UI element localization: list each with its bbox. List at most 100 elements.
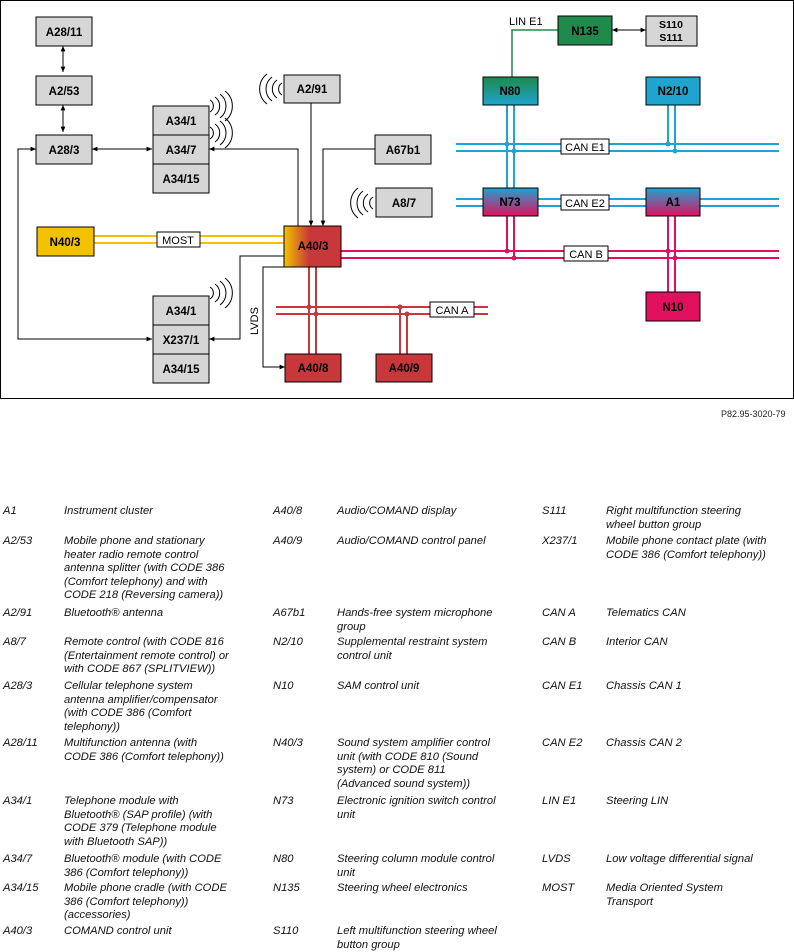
node-a2-53: A2/53 [35, 75, 93, 106]
legend-desc: Mobile phone cradle (with CODE 386 (Comf… [64, 882, 227, 921]
node-a67b1: A67b1 [374, 134, 432, 165]
legend-code: CAN E1 [542, 680, 583, 692]
legend-code: A34/1 [3, 795, 33, 807]
legend-desc: Low voltage differential signal [606, 853, 753, 865]
legend-code: A34/15 [3, 882, 39, 894]
svg-text:A2/91: A2/91 [297, 84, 328, 96]
svg-text:A34/15: A34/15 [162, 364, 200, 376]
legend-code: S111 [542, 505, 567, 517]
svg-text:A28/3: A28/3 [49, 145, 80, 157]
legend-desc: Instrument cluster [64, 505, 153, 517]
legend-code: LVDS [542, 853, 571, 865]
legend-code: A1 [3, 505, 17, 517]
node-s110-s111: S110 S111 [645, 15, 698, 47]
legend-code: CAN E2 [542, 737, 583, 749]
legend-code: N80 [273, 853, 294, 865]
node-a2-91: A2/91 [283, 74, 341, 104]
svg-text:A67b1: A67b1 [386, 145, 421, 157]
legend-code: N135 [273, 882, 300, 894]
node-n80: N80 [482, 76, 539, 106]
svg-text:N10: N10 [662, 302, 683, 314]
node-n10: N10 [645, 291, 701, 322]
legend-code: A8/7 [3, 636, 27, 648]
legend-desc: Chassis CAN 1 [606, 680, 682, 692]
legend-desc: Remote control (with CODE 816 (Entertain… [64, 636, 229, 675]
legend-code: A2/53 [3, 535, 33, 547]
svg-text:A40/3: A40/3 [298, 241, 329, 253]
legend-code: S110 [273, 925, 299, 937]
legend-desc: Hands-free system microphone group [337, 607, 493, 633]
can-e1-label: CAN E1 [565, 142, 605, 154]
svg-text:A40/8: A40/8 [298, 363, 329, 375]
can-e2-label: CAN E2 [565, 198, 605, 210]
svg-text:S111: S111 [659, 32, 683, 44]
svg-text:A34/7: A34/7 [166, 145, 197, 157]
node-n2-10: N2/10 [645, 76, 701, 106]
legend-desc: Media Oriented System Transport [606, 882, 723, 908]
node-a40-9: A40/9 [375, 353, 433, 383]
legend-desc: Chassis CAN 2 [606, 737, 682, 749]
node-a34-1-bot: A34/1 [152, 295, 210, 326]
svg-text:N2/10: N2/10 [658, 86, 689, 98]
legend-desc: Steering LIN [606, 795, 669, 807]
svg-text:N135: N135 [571, 26, 599, 38]
node-x237-1: X237/1 [152, 324, 210, 355]
svg-text:X237/1: X237/1 [163, 335, 200, 347]
svg-text:N40/3: N40/3 [50, 237, 81, 249]
most-label: MOST [162, 235, 194, 247]
legend-desc: Mobile phone contact plate (with CODE 38… [606, 535, 767, 561]
legend-desc: Mobile phone and stationary heater radio… [64, 535, 225, 601]
legend-code: N2/10 [273, 636, 303, 648]
legend-desc: Steering column module control unit [337, 853, 495, 879]
node-a40-3: A40/3 [283, 225, 342, 268]
legend-code: X237/1 [542, 535, 578, 547]
legend-code: CAN B [542, 636, 577, 648]
legend-code: MOST [542, 882, 575, 894]
node-n135: N135 [557, 15, 613, 46]
legend-code: A28/3 [3, 680, 33, 692]
svg-text:N73: N73 [499, 197, 520, 209]
legend-code: A40/8 [273, 505, 303, 517]
legend-desc: Telematics CAN [606, 607, 686, 619]
can-a-label: CAN A [435, 305, 469, 317]
legend-code: N73 [273, 795, 294, 807]
legend-code: CAN A [542, 607, 576, 619]
svg-text:A2/53: A2/53 [49, 86, 80, 98]
node-a34-15-top: A34/15 [152, 163, 210, 194]
network-diagram: MOST CAN E1 CAN E2 CAN B CAN A LIN E1 LV… [0, 0, 794, 399]
legend-code: A40/3 [3, 925, 33, 937]
lin-e1-bus [511, 29, 558, 77]
node-a1: A1 [645, 187, 701, 217]
can-b-label: CAN B [569, 249, 603, 261]
legend-desc: Bluetooth® antenna [64, 607, 164, 619]
legend-desc: Left multifunction steering wheel button… [337, 925, 497, 951]
legend-desc: Telephone module with Bluetooth® (SAP pr… [64, 795, 217, 848]
svg-text:A34/1: A34/1 [166, 116, 197, 128]
node-a40-8: A40/8 [284, 353, 342, 383]
legend-code: A40/9 [273, 535, 303, 547]
legend-code: A67b1 [273, 607, 306, 619]
node-a28-11: A28/11 [35, 16, 93, 47]
can-b-bus [341, 215, 779, 292]
legend-desc: COMAND control unit [64, 925, 172, 937]
legend-desc: Cellular telephone system antenna amplif… [64, 680, 218, 733]
node-a28-3: A28/3 [35, 134, 93, 165]
legend-desc: Sound system amplifier control unit (wit… [337, 737, 490, 790]
node-a8-7: A8/7 [375, 187, 433, 218]
svg-text:A28/11: A28/11 [46, 27, 83, 39]
svg-text:A8/7: A8/7 [392, 198, 416, 210]
svg-text:S110: S110 [659, 19, 683, 31]
legend-desc: Steering wheel electronics [337, 882, 468, 894]
legend-code: N10 [273, 680, 294, 692]
legend-code: N40/3 [273, 737, 303, 749]
lin-e1-label: LIN E1 [509, 16, 543, 28]
legend-desc: Interior CAN [606, 636, 668, 648]
legend-desc: SAM control unit [337, 680, 420, 692]
node-a34-15-bot: A34/15 [152, 353, 210, 384]
node-n73: N73 [482, 187, 539, 217]
svg-text:N80: N80 [499, 86, 520, 98]
legend-code: A28/11 [3, 737, 38, 749]
legend-desc: Right multifunction steering wheel butto… [606, 505, 741, 531]
svg-text:A34/15: A34/15 [162, 174, 200, 186]
